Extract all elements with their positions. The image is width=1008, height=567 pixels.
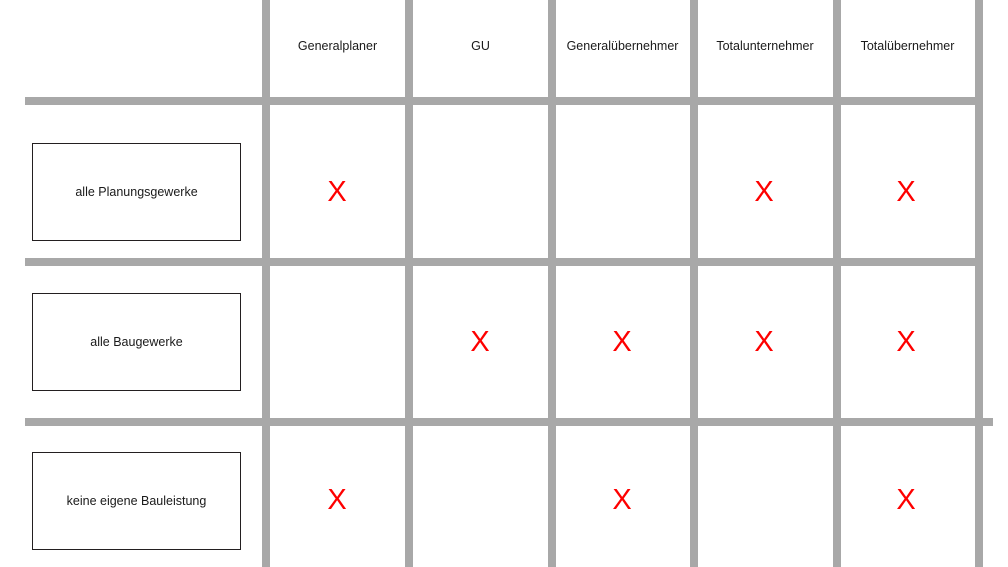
cell-mark-r2c2: X [470,326,490,358]
column-header-label: Totalunternehmer [716,39,814,53]
column-header-totalunternehmer: Totalunternehmer [697,36,833,56]
column-header-gu: GU [413,36,548,56]
cell-mark-r1c1: X [327,176,347,208]
row-label-box-keine-eigene-bauleistung: keine eigene Bauleistung [32,452,241,550]
cell-mark-r1c5: X [896,176,916,208]
cell-mark-r3c5: X [896,484,916,516]
row-label-box-planungsgewerke: alle Planungsgewerke [32,143,241,241]
grid-vline-1 [262,0,270,567]
column-header-label: GU [471,39,490,53]
column-header-label: Generalübernehmer [566,39,679,53]
cell-mark-r1c4: X [754,176,774,208]
cell-mark-r3c3: X [612,484,632,516]
row-label-box-baugewerke: alle Baugewerke [32,293,241,391]
column-header-generalplaner: Generalplaner [270,36,405,56]
grid-vline-2 [405,0,413,567]
row-label: keine eigene Bauleistung [66,494,207,508]
grid-hline-3 [25,418,993,426]
cell-mark-r2c5: X [896,326,916,358]
grid-hline-1 [25,97,983,105]
grid-hline-2 [25,258,983,266]
row-label: alle Baugewerke [90,335,183,349]
row-label: alle Planungsgewerke [75,185,198,199]
grid-vline-6 [975,0,983,567]
grid-vline-4 [690,0,698,567]
column-header-generaluebernehmer: Generalübernehmer [555,36,690,56]
column-header-totaluebernehmer: Totalübernehmer [840,36,975,56]
column-header-label: Totalübernehmer [860,39,955,53]
cell-mark-r2c3: X [612,326,632,358]
grid-vline-3 [548,0,556,567]
cell-mark-r2c4: X [754,326,774,358]
column-header-label: Generalplaner [297,39,378,53]
grid-vline-5 [833,0,841,567]
cell-mark-r3c1: X [327,484,347,516]
